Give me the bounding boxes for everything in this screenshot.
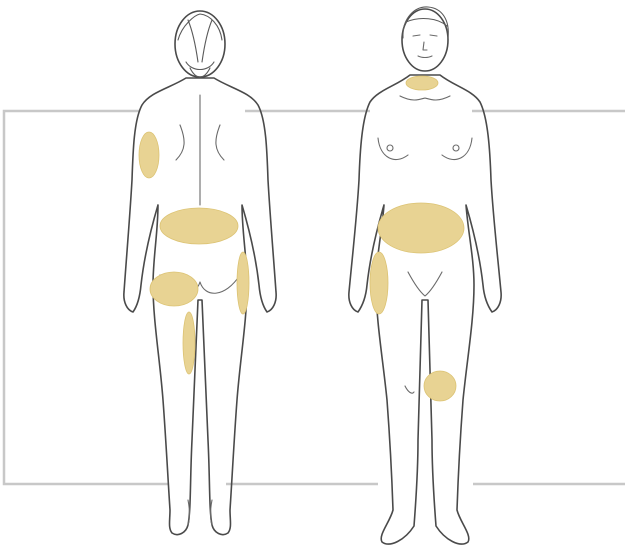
back-hair <box>178 14 222 77</box>
back-head <box>175 11 225 77</box>
front-figure <box>349 7 501 544</box>
zone-back-of-arm <box>139 132 159 178</box>
front-face <box>413 35 437 58</box>
front-figure-outline <box>349 75 501 544</box>
zone-throat <box>406 76 438 90</box>
back-figure <box>124 11 276 535</box>
zone-outer-thigh-back <box>237 252 249 314</box>
background-frame <box>4 111 625 484</box>
front-nipple-right <box>453 145 459 151</box>
zone-buttock <box>150 272 198 306</box>
zone-outer-thigh-front <box>370 252 388 314</box>
front-nipple-left <box>387 145 393 151</box>
zone-abdomen <box>378 203 464 253</box>
back-details <box>160 95 240 525</box>
zone-knee <box>424 371 456 401</box>
front-hair <box>403 7 448 38</box>
zone-lower-back <box>160 208 238 244</box>
zone-back-of-thigh <box>183 312 195 374</box>
